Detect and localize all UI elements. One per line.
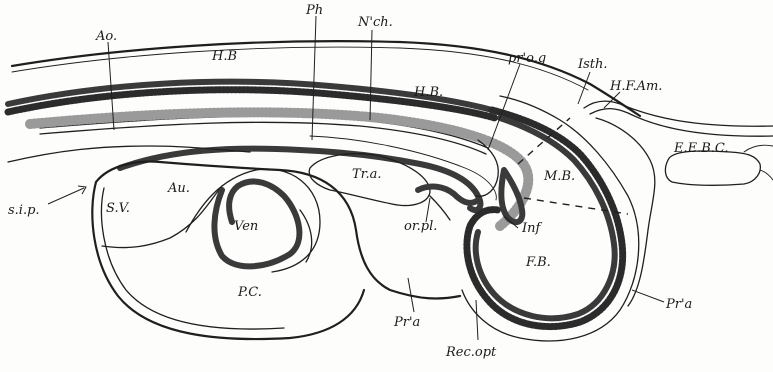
label-aorta: Ao. xyxy=(95,29,117,44)
fore-mid-brain-wall xyxy=(462,96,639,341)
label-pra-bottom: Pr'a xyxy=(393,315,420,330)
label-notochord: N'ch. xyxy=(357,15,393,30)
label-pra-right: Pr'a xyxy=(665,297,692,312)
label-atrium: Au. xyxy=(167,181,190,196)
label-oral-plate: or.pl. xyxy=(404,219,437,234)
label-isthmus: Isth. xyxy=(577,57,608,72)
label-pericardial-cavity: P.C. xyxy=(237,285,262,300)
label-mid-brain: M.B. xyxy=(543,169,575,184)
label-ventricle: Ven xyxy=(234,219,258,234)
label-truncus-arteriosus: Tr.a. xyxy=(352,167,381,182)
label-sinus-venosus: S.V. xyxy=(106,201,130,216)
label-preoral-gut: pr'o.g xyxy=(508,51,546,66)
label-sip: s.i.p. xyxy=(8,203,40,218)
label-recessus-opticus: Rec.opt xyxy=(445,345,497,360)
label-extra-embryonic-coelom: E.E.B.C. xyxy=(673,141,729,156)
label-pharynx: Ph xyxy=(305,3,323,18)
label-hind-brain-mid: H.B. xyxy=(413,85,443,100)
label-infundibulum: Inf xyxy=(521,221,543,236)
label-fore-brain: F.B. xyxy=(525,255,551,270)
heart-tube xyxy=(102,169,320,272)
label-hind-brain-top: H.B xyxy=(211,49,237,64)
label-head-fold-amnion: H.F.Am. xyxy=(609,79,662,94)
